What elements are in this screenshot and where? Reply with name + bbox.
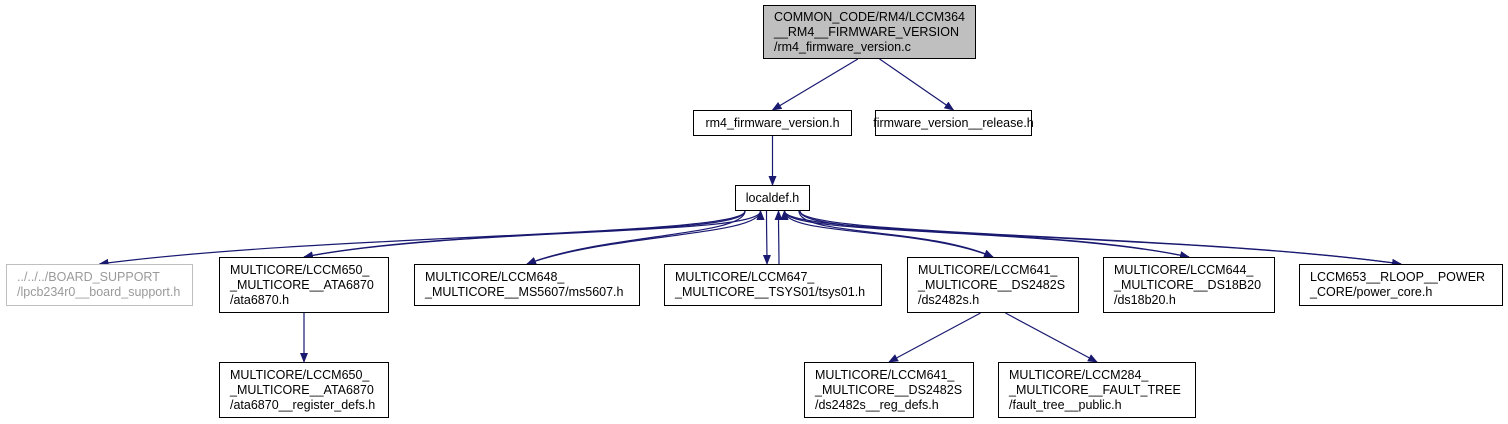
- edge-root-to-release_h: [879, 58, 955, 111]
- node-line: _MULTICORE__MS5607/ms5607.h: [425, 285, 624, 299]
- edge-ms5607-to-localdef: [526, 210, 765, 265]
- node-line: MULTICORE/LCCM641_: [815, 367, 955, 382]
- node-line: MULTICORE/LCCM644_: [1114, 262, 1254, 277]
- node-line: _MULTICORE__FAULT_TREE: [1009, 382, 1181, 397]
- node-tsys01-h[interactable]: MULTICORE/LCCM647_ _MULTICORE__TSYS01/ts…: [664, 264, 882, 306]
- node-line: MULTICORE/LCCM647_: [675, 270, 815, 284]
- node-ata6870-h[interactable]: MULTICORE/LCCM650_ _MULTICORE__ATA6870 /…: [219, 257, 389, 313]
- node-rm4-firmware-version-c[interactable]: COMMON_CODE/RM4/LCCM364 __RM4__FIRMWARE_…: [763, 5, 976, 59]
- node-line: /ata6870__register_defs.h: [230, 397, 376, 412]
- node-ds18b20-h[interactable]: MULTICORE/LCCM644_ _MULTICORE__DS18B20 /…: [1103, 257, 1275, 313]
- node-rm4-firmware-version-h[interactable]: rm4_firmware_version.h: [693, 110, 852, 136]
- node-line: LCCM653__RLOOP__POWER: [1310, 270, 1486, 284]
- edge-ds2482s-to-fault_tree: [1005, 312, 1098, 363]
- node-ds2482s-reg-defs-h[interactable]: MULTICORE/LCCM641_ _MULTICORE__DS2482S /…: [804, 362, 974, 418]
- node-line: ../../../BOARD_SUPPORT: [17, 270, 160, 284]
- edge-power_core-to-localdef: [780, 210, 1402, 265]
- node-line: _MULTICORE__DS18B20: [1114, 277, 1262, 292]
- edge-localdef-to-power_core: [799, 210, 1402, 267]
- node-line: /lpcb234r0__board_support.h: [17, 285, 181, 299]
- node-line: _MULTICORE__ATA6870: [230, 277, 374, 292]
- edge-ds2482s-to-localdef: [780, 210, 994, 258]
- node-board-support-h: ../../../BOARD_SUPPORT /lpcb234r0__board…: [6, 264, 193, 306]
- node-line: _MULTICORE__ATA6870: [230, 382, 374, 397]
- node-line: rm4_firmware_version.h: [705, 115, 840, 130]
- node-line: firmware_version__release.h: [873, 115, 1034, 130]
- edge-root-to-rm4_h: [771, 58, 859, 111]
- node-ds2482s-h[interactable]: MULTICORE/LCCM641_ _MULTICORE__DS2482S /…: [907, 257, 1079, 313]
- node-localdef-h[interactable]: localdef.h: [735, 185, 810, 211]
- node-line: /ds2482s__reg_defs.h: [815, 397, 939, 412]
- node-line: /ata6870.h: [230, 292, 290, 307]
- edge-tsys01-to-localdef: [774, 210, 783, 265]
- node-ms5607-h[interactable]: MULTICORE/LCCM648_ _MULTICORE__MS5607/ms…: [414, 264, 640, 306]
- node-line: /ds2482s.h: [918, 292, 980, 307]
- node-line: /ds18b20.h: [1114, 292, 1176, 307]
- node-line: MULTICORE/LCCM641_: [918, 262, 1058, 277]
- node-line: MULTICORE/LCCM284_: [1009, 367, 1149, 382]
- node-line: /rm4_firmware_version.c: [774, 39, 911, 54]
- node-line: localdef.h: [745, 190, 800, 205]
- node-line: MULTICORE/LCCM650_: [230, 262, 370, 277]
- edge-ata6870-to-localdef: [303, 210, 765, 258]
- node-line: __RM4__FIRMWARE_VERSION: [774, 24, 959, 39]
- node-line: /fault_tree__public.h: [1009, 397, 1122, 412]
- edge-ds2482s-to-ds_regs: [888, 312, 981, 363]
- node-line: _MULTICORE__DS2482S: [815, 382, 963, 397]
- node-power-core-h[interactable]: LCCM653__RLOOP__POWER _CORE/power_core.h: [1299, 264, 1503, 306]
- node-line: MULTICORE/LCCM650_: [230, 367, 370, 382]
- node-ata6870-register-defs-h[interactable]: MULTICORE/LCCM650_ _MULTICORE__ATA6870 /…: [219, 362, 389, 418]
- node-line: _MULTICORE__TSYS01/tsys01.h: [675, 285, 866, 299]
- node-line: _MULTICORE__DS2482S: [918, 277, 1066, 292]
- node-line: MULTICORE/LCCM648_: [425, 270, 565, 284]
- edge-ds18b20-to-localdef: [780, 210, 1190, 258]
- node-fault-tree-public-h[interactable]: MULTICORE/LCCM284_ _MULTICORE__FAULT_TRE…: [998, 362, 1196, 418]
- edge-localdef-to-tsys01: [762, 210, 771, 265]
- node-line: COMMON_CODE/RM4/LCCM364: [774, 9, 966, 24]
- node-firmware-version-release-h[interactable]: firmware_version__release.h: [873, 110, 1034, 136]
- node-line: _CORE/power_core.h: [1310, 285, 1433, 299]
- edge-localdef-to-ms5607: [526, 210, 746, 265]
